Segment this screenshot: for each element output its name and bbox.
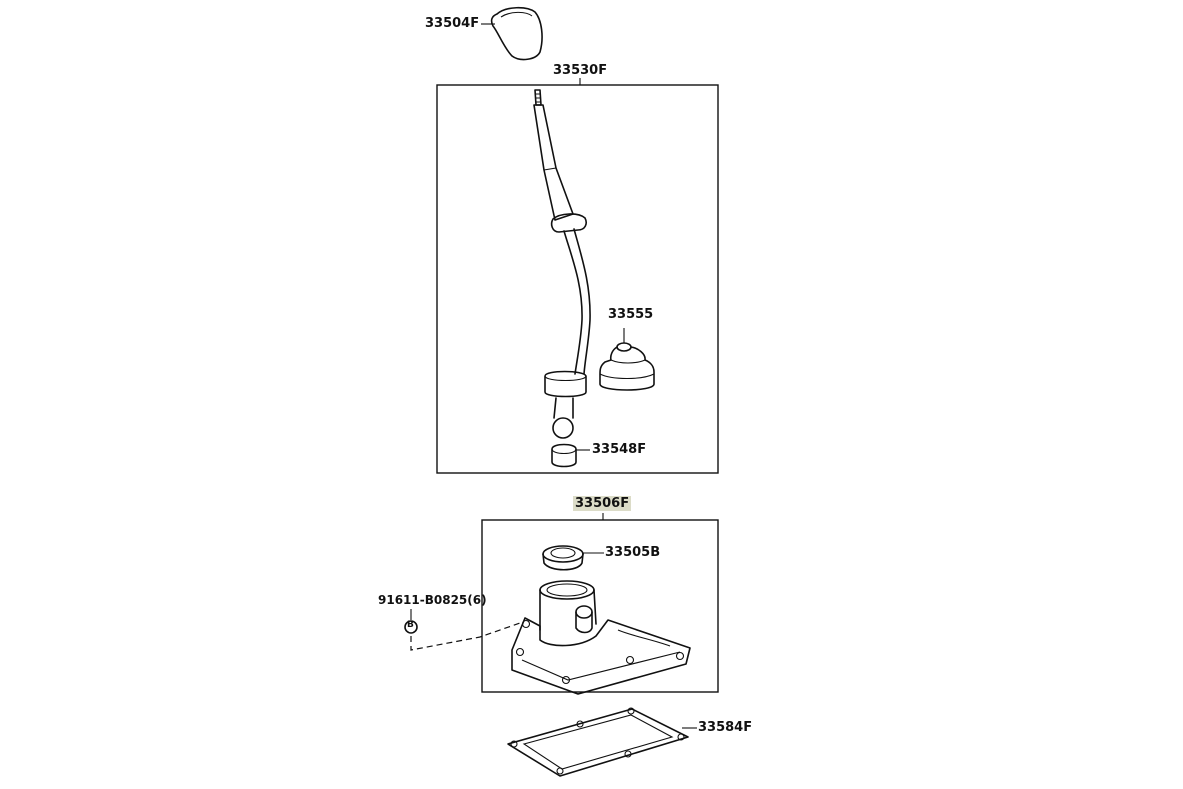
bolt-symbol[interactable] bbox=[404, 620, 418, 634]
lever-bushing[interactable] bbox=[551, 443, 577, 468]
shift-boot[interactable] bbox=[599, 342, 655, 391]
part-label-33584F[interactable]: 33584F bbox=[698, 720, 753, 735]
part-label-33530F[interactable]: 33530F bbox=[553, 63, 608, 78]
part-label-33506F[interactable]: 33506F bbox=[573, 496, 632, 511]
part-label-33548F[interactable]: 33548F bbox=[592, 442, 647, 457]
shift-lever[interactable] bbox=[533, 89, 591, 439]
lever-assembly-box bbox=[436, 84, 719, 474]
part-label-33505B[interactable]: 33505B bbox=[605, 545, 661, 560]
bolt-symbol-letter: B bbox=[407, 620, 414, 630]
retainer-gasket[interactable] bbox=[507, 707, 689, 777]
retainer-assembly-box bbox=[481, 519, 719, 693]
bolt-dashed-leader bbox=[410, 622, 521, 651]
part-label-33555[interactable]: 33555 bbox=[608, 307, 654, 322]
part-label-33504F[interactable]: 33504F bbox=[425, 16, 480, 31]
shift-lever-retainer[interactable] bbox=[511, 580, 691, 695]
part-label-91611-B0825[interactable]: 91611-B0825(6) bbox=[378, 593, 487, 607]
shift-knob[interactable] bbox=[490, 6, 543, 61]
shift-lever-seat[interactable] bbox=[542, 545, 584, 571]
